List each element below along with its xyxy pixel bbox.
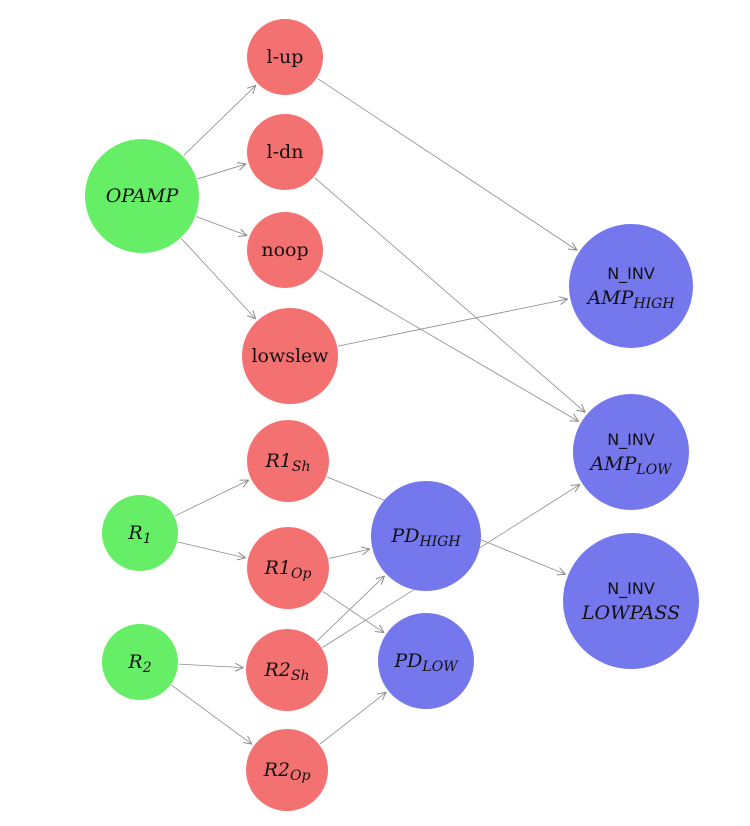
node-circle-pdhigh — [371, 481, 481, 591]
edge-r2op-to-pdlow — [319, 691, 387, 745]
node-circle-r2sh — [246, 629, 328, 711]
node-circle-pdlow — [378, 613, 474, 709]
node-label-noop: noop — [261, 239, 308, 261]
node-circle-r1 — [102, 495, 178, 571]
edge-opamp-to-noop — [196, 216, 248, 237]
node-label-r2op: R2Op — [263, 759, 311, 784]
node-amphigh: N_INV AMPHIGH — [569, 224, 693, 348]
edge-r2sh-to-pdhigh — [316, 575, 385, 642]
node-r1: R1 — [102, 495, 178, 571]
node-label-lowslew: lowslew — [251, 345, 329, 367]
node-circle-lowpass — [563, 533, 699, 669]
node-l-up: l-up — [247, 19, 323, 95]
edge-opamp-to-lowslew — [181, 238, 257, 320]
node-label-opamp: OPAMP — [106, 185, 180, 207]
node-label-l-dn: l-dn — [267, 141, 304, 163]
node-label-top-lowpass: N_INV — [607, 579, 655, 599]
node-circle-r1sh — [247, 420, 329, 502]
node-circle-l-up — [247, 19, 323, 95]
node-circle-amplow — [573, 394, 689, 510]
node-r1sh: R1Sh — [247, 420, 329, 502]
edge-l-up-to-amphigh — [317, 78, 578, 251]
node-circle-opamp — [85, 139, 199, 253]
node-circle-l-dn — [247, 114, 323, 190]
edge-l-dn-to-amplow — [314, 177, 586, 413]
edge-noop-to-amplow — [318, 269, 580, 422]
node-pdlow: PDLOW — [378, 613, 474, 709]
edge-r2-to-r2sh — [178, 662, 244, 672]
node-circle-noop — [247, 212, 323, 288]
node-circle-r2 — [102, 624, 178, 700]
edge-r1op-to-pdlow — [322, 591, 385, 634]
edge-lowslew-to-amphigh — [337, 296, 569, 347]
edge-opamp-to-l-up — [183, 84, 257, 156]
edge-r1-to-r1sh — [174, 479, 250, 517]
edge-opamp-to-l-dn — [197, 162, 247, 180]
node-pdhigh: PDHIGH — [371, 481, 481, 591]
node-opamp: OPAMP — [85, 139, 199, 253]
node-circle-r1op — [247, 527, 329, 609]
node-r2op: R2Op — [246, 729, 328, 811]
node-label-l-up: l-up — [267, 46, 304, 68]
node-circle-lowslew — [242, 308, 338, 404]
node-label-top-amplow: N_INV — [607, 430, 655, 450]
edge-r1op-to-pdhigh — [328, 546, 371, 559]
node-r2sh: R2Sh — [246, 629, 328, 711]
node-label-lowpass: LOWPASS — [581, 602, 680, 624]
node-l-dn: l-dn — [247, 114, 323, 190]
node-label-r1sh: R1Sh — [264, 450, 310, 475]
edge-r1-to-r1op — [177, 541, 246, 561]
node-label-amphigh: AMPHIGH — [585, 287, 675, 312]
node-circle-r2op — [246, 729, 328, 811]
node-circle-amphigh — [569, 224, 693, 348]
node-r1op: R1Op — [247, 527, 329, 609]
node-noop: noop — [247, 212, 323, 288]
edge-r2-to-r2op — [171, 684, 253, 745]
node-lowslew: lowslew — [242, 308, 338, 404]
node-lowpass: N_INV LOWPASS — [563, 533, 699, 669]
node-label-top-amphigh: N_INV — [607, 264, 655, 284]
node-r2: R2 — [102, 624, 178, 700]
